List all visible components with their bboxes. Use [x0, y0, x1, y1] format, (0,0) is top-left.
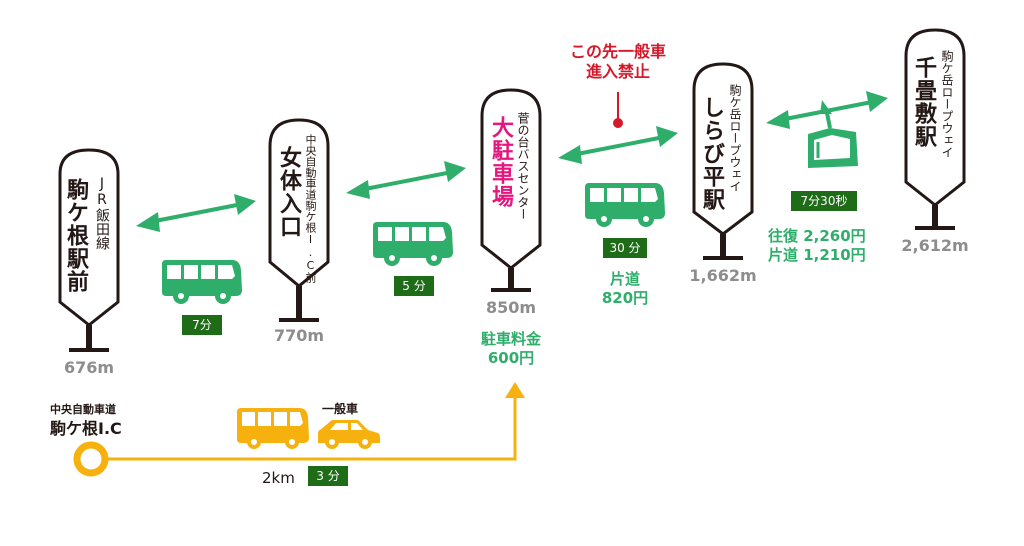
- stop-name: 駒ケ根駅前: [63, 178, 88, 293]
- stop-name: 女体入口: [276, 146, 301, 238]
- fare-value: 820円: [601, 289, 649, 307]
- stop-line: 中央自動車道駒ケ根I.C前: [304, 134, 317, 283]
- route-arrow-3: [558, 126, 678, 164]
- bus-icon: [373, 222, 453, 266]
- stop-line: 駒ケ岳ロープウェイ: [728, 84, 742, 192]
- vehicle-label: 一般車: [322, 402, 359, 416]
- sign-big-parking: [480, 88, 542, 292]
- time-badge: 7分30秒: [791, 191, 857, 211]
- time-badge: 3 分: [308, 466, 348, 486]
- stop-line: 駒ケ岳ロープウェイ: [940, 50, 954, 158]
- stop-line: 菅の台バスセンター: [516, 112, 530, 220]
- stop-name: しらび平駅: [699, 96, 724, 211]
- stop-name: 大駐車場: [488, 116, 513, 208]
- time-badge: 30 分: [603, 238, 647, 258]
- bus-icon: [162, 260, 242, 304]
- ic-label-main: 駒ケ根I.C: [50, 419, 122, 438]
- bus-icon-yellow: [237, 408, 309, 449]
- warning-line-2: 進入禁止: [585, 62, 650, 81]
- stop-line: JR飯田線: [94, 176, 110, 250]
- stop-elevation: 770m: [273, 326, 325, 345]
- fare-round-trip: 往復 2,260円: [768, 227, 866, 245]
- fare-label: 片道: [609, 270, 640, 288]
- parking-fee-label: 駐車料金: [480, 330, 541, 348]
- ic-road: [73, 382, 525, 477]
- time-badge: 5 分: [394, 276, 434, 296]
- ic-distance: 2km: [262, 469, 295, 487]
- car-icon: [318, 420, 380, 449]
- ropeway-icon: [808, 100, 858, 168]
- route-arrow-2: [346, 161, 466, 199]
- warning-line-1: この先一般車: [569, 42, 666, 61]
- sign-shirabidaira: [692, 62, 754, 260]
- stop-elevation: 850m: [485, 298, 537, 317]
- stop-elevation: 1,662m: [689, 266, 757, 285]
- fare-one-way: 片道 1,210円: [768, 246, 866, 264]
- sign-senjojiki: [904, 28, 966, 230]
- sign-komagane-station: [58, 148, 120, 352]
- ic-label-top: 中央自動車道: [50, 403, 116, 416]
- bus-icon: [585, 183, 665, 227]
- stop-elevation: 2,612m: [901, 236, 969, 255]
- stop-name: 千畳敷駅: [911, 56, 936, 148]
- stop-elevation: 676m: [63, 358, 115, 377]
- route-arrow-1: [136, 194, 256, 232]
- time-badge: 7分: [182, 315, 222, 335]
- warning-pointer: [613, 92, 623, 128]
- sign-nyotai-iriguchi: [268, 118, 330, 322]
- parking-fee-value: 600円: [487, 349, 535, 367]
